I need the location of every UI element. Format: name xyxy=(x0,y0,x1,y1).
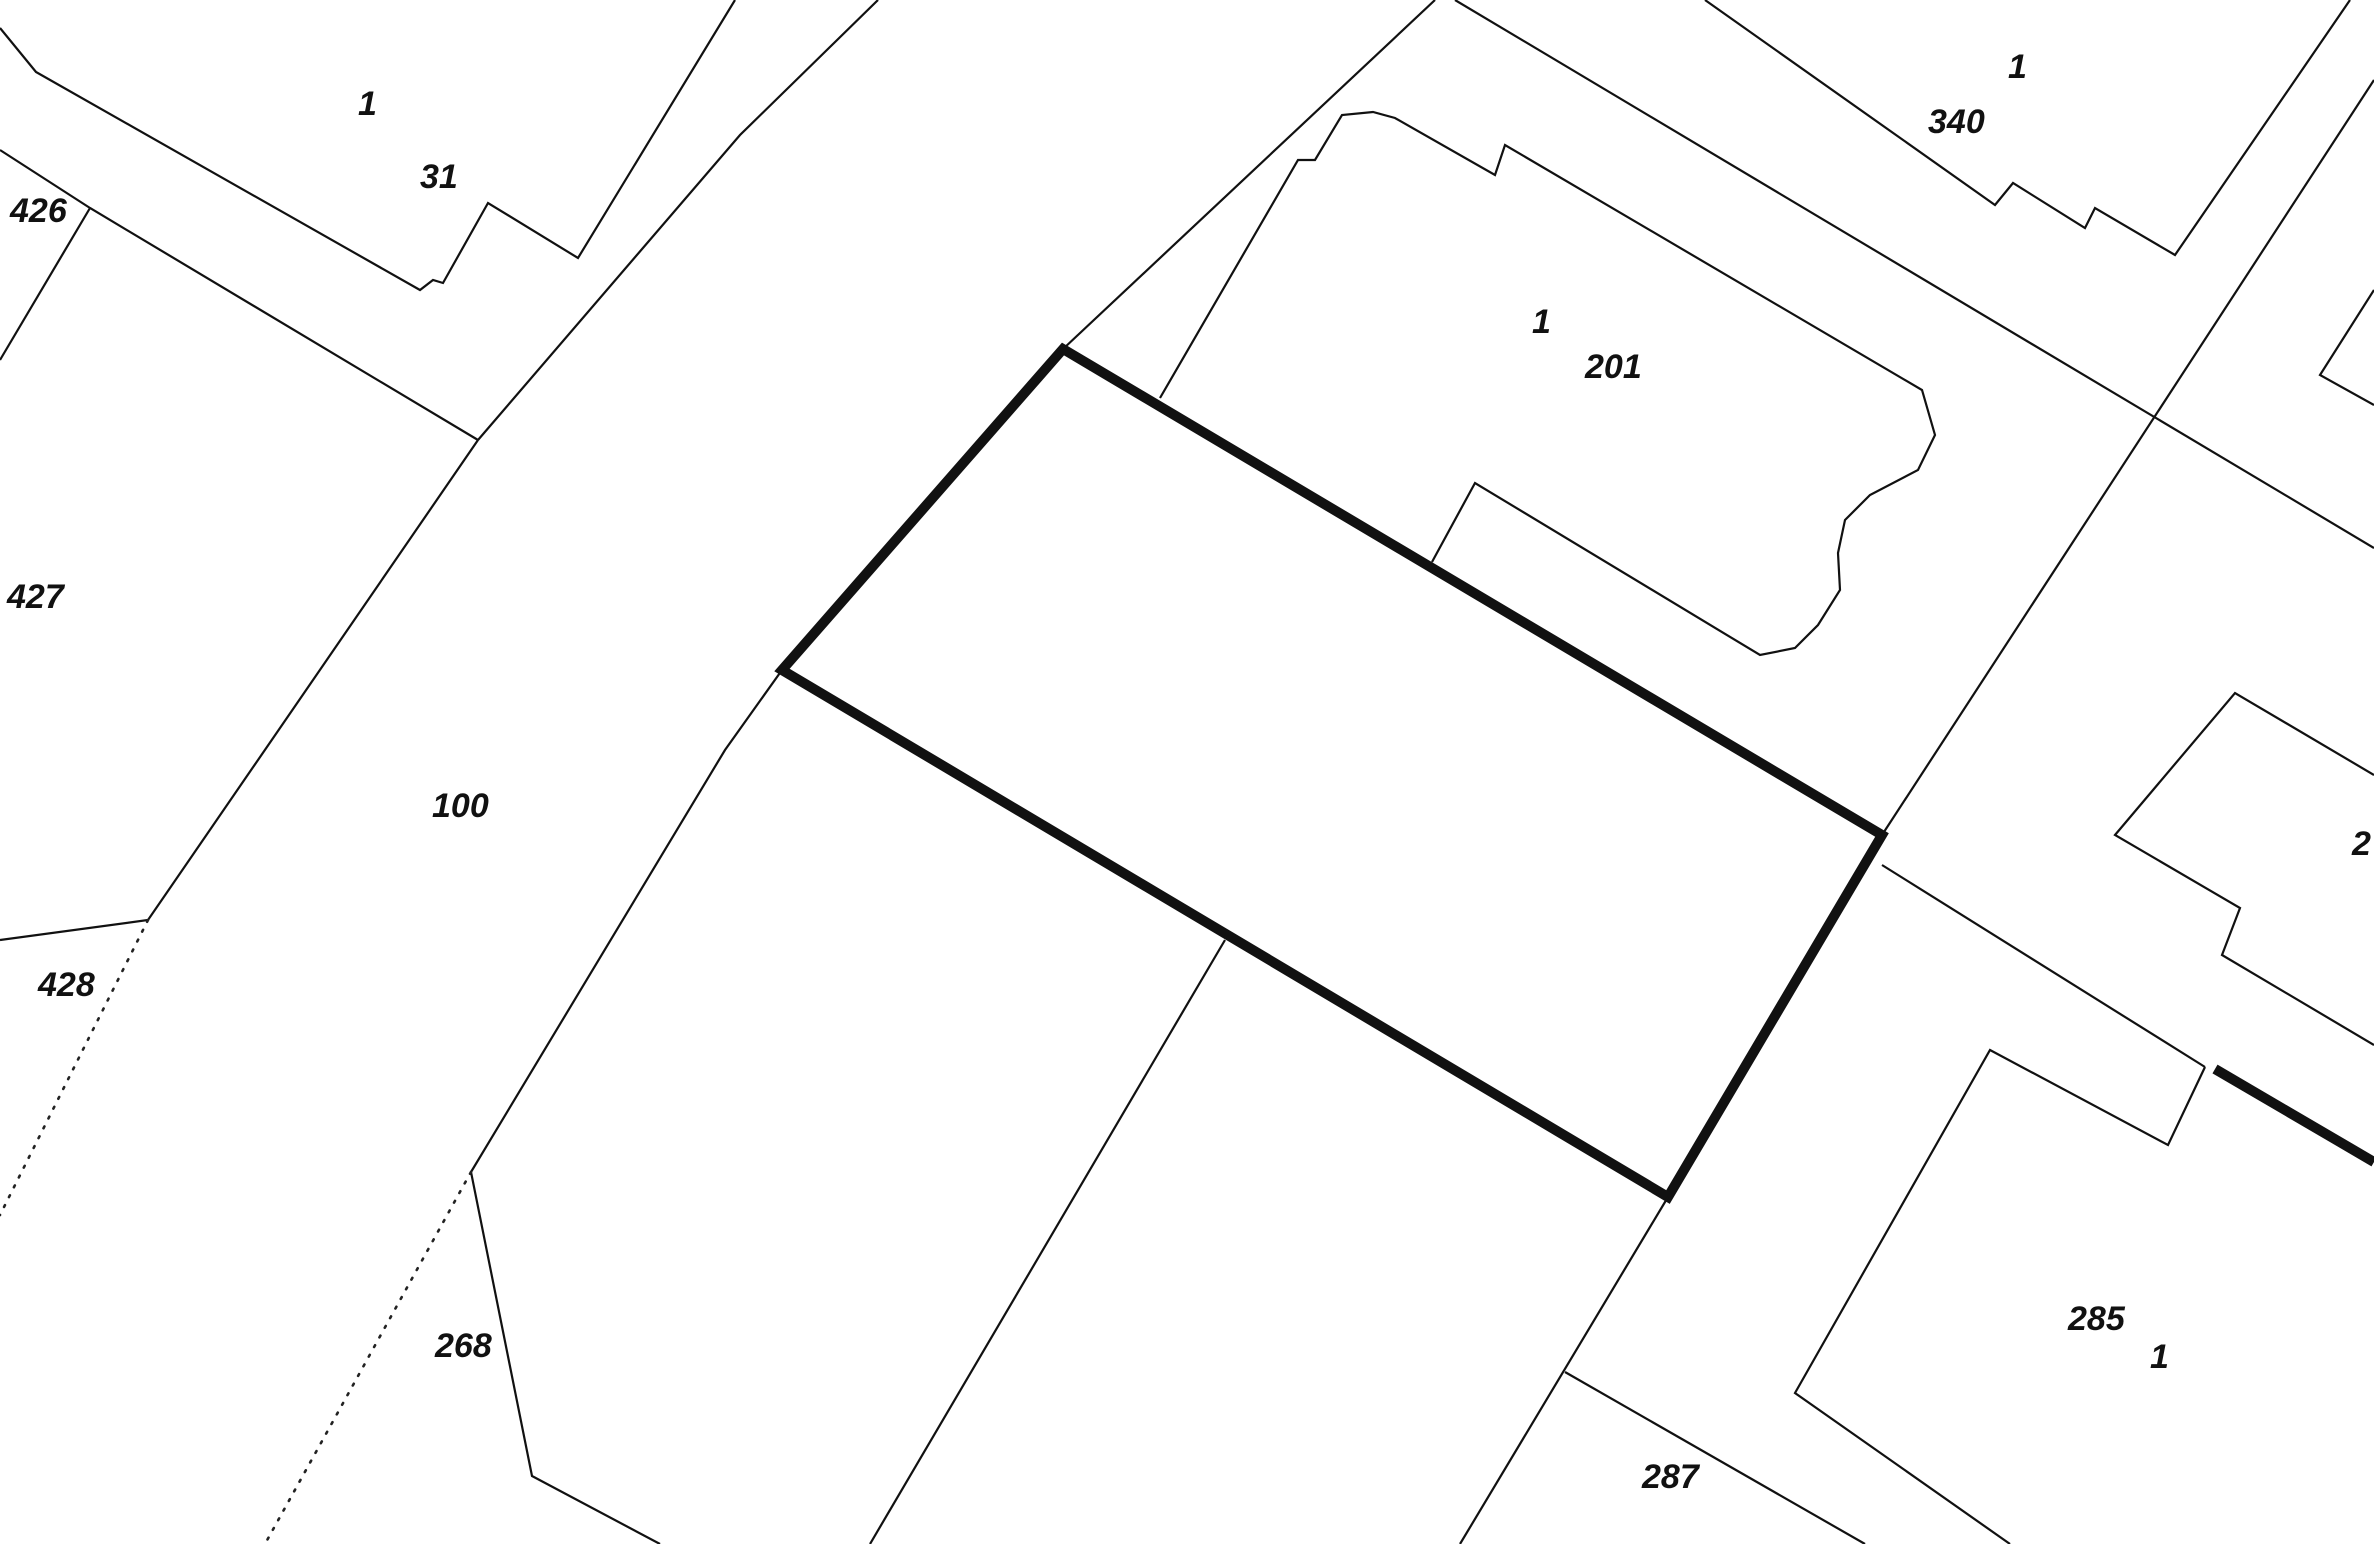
parcel-2-boundary[interactable] xyxy=(2318,289,2374,406)
parcel-label-427: 427 xyxy=(6,578,66,616)
street-100-left-edge xyxy=(477,0,879,441)
dotted-line-bottom xyxy=(263,1170,473,1544)
parcel-label-1-parcel-285: 1 xyxy=(2150,1338,2169,1376)
parcel-285-bold-edge xyxy=(2212,1064,2374,1167)
road-south-edge xyxy=(1881,864,2206,1068)
parcel-label-1-parcel-340: 1 xyxy=(2008,48,2027,86)
parcel-label-426: 426 xyxy=(9,192,68,230)
parcel-426-edge xyxy=(0,207,91,361)
road-north-edge xyxy=(1454,0,2374,549)
parcel-201-west-edge xyxy=(1062,0,1436,350)
parcel-201-boundary[interactable] xyxy=(1159,110,1937,657)
parcel-2-lower-boundary[interactable] xyxy=(2113,691,2374,1046)
parcel-label-340: 340 xyxy=(1928,103,1985,141)
road-east-diagonal xyxy=(1881,79,2374,836)
parcel-label-268: 268 xyxy=(434,1327,492,1365)
parcel-285-boundary[interactable] xyxy=(1793,1048,2206,1544)
parcel-label-1-top-left: 1 xyxy=(358,85,377,123)
parcel-label-201: 201 xyxy=(1584,348,1642,386)
parcel-31-boundary[interactable] xyxy=(0,0,736,292)
parcel-label-285: 285 xyxy=(2067,1300,2126,1338)
dotted-line-left xyxy=(0,918,150,1217)
parcel-label-428: 428 xyxy=(37,966,95,1004)
parcel-label-1-parcel-201: 1 xyxy=(1532,303,1551,341)
parcel-divider-south xyxy=(869,939,1226,1544)
parcel-340-boundary[interactable] xyxy=(1704,0,2351,257)
parcel-label-2-partial: 2 xyxy=(2351,825,2371,863)
parcel-287-west-edge xyxy=(1459,1196,1669,1544)
parcel-287-top-edge xyxy=(1564,1371,1866,1544)
parcel-label-31: 31 xyxy=(420,158,458,196)
parcel-label-287: 287 xyxy=(1641,1458,1701,1496)
parcel-label-100: 100 xyxy=(432,787,489,825)
